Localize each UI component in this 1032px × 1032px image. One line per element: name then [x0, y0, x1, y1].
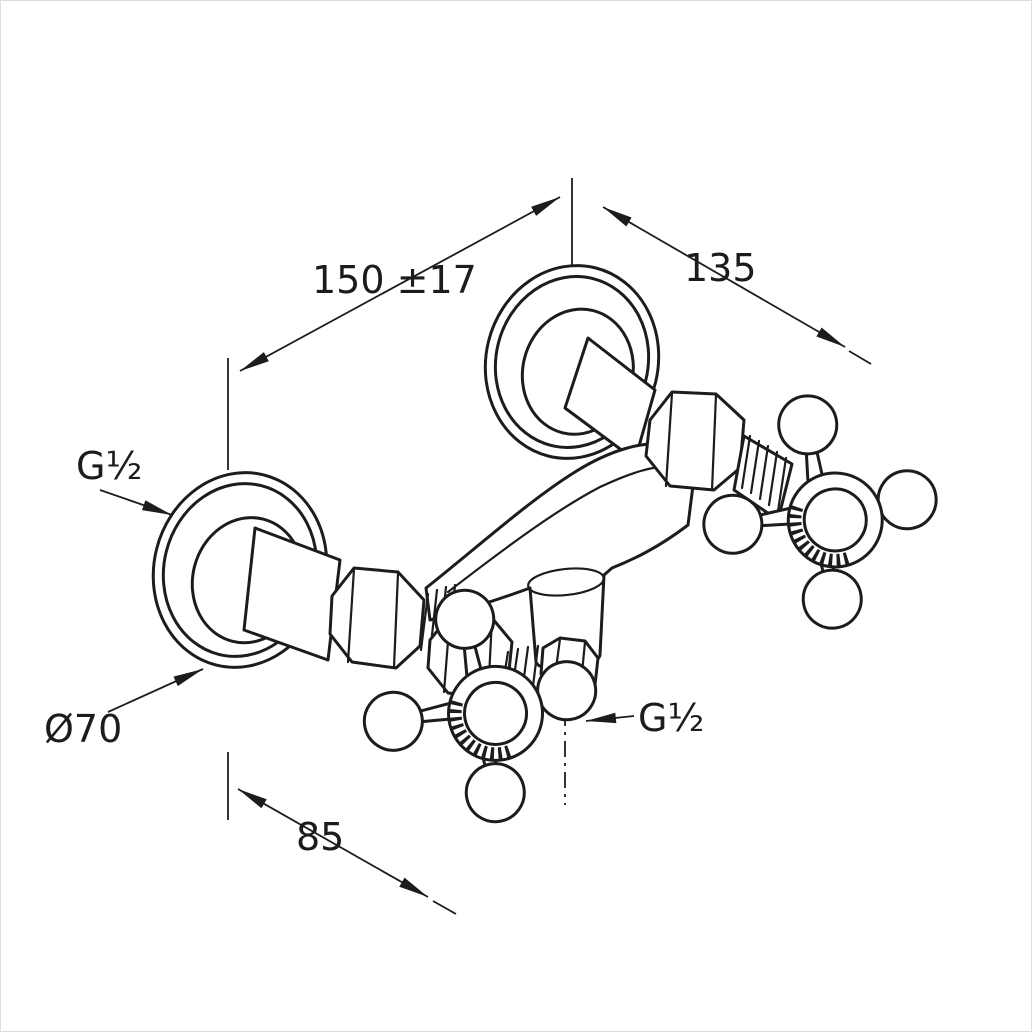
dimension-line-135 — [602, 206, 846, 348]
dimension-line-85 — [237, 788, 429, 898]
right-valve-knurl — [740, 434, 788, 513]
dim-label-150: 150 ±17 — [312, 258, 477, 302]
faucet-body — [151, 264, 952, 841]
dim-label-135: 135 — [684, 246, 757, 290]
leader-diameter — [107, 668, 204, 713]
thread-label-top: G½ — [76, 444, 142, 488]
dimension-line-150 — [239, 196, 561, 372]
leader-thread-top — [99, 489, 173, 516]
left-hex-nut — [328, 566, 426, 670]
left-connection-pipe — [242, 526, 342, 662]
thread-label-bottom: G½ — [638, 696, 704, 740]
top-hex-nut — [644, 390, 746, 492]
bridge-body — [424, 442, 697, 671]
outlet-shoulder — [527, 567, 605, 597]
leader-thread-bottom — [585, 712, 635, 724]
dim-label-85: 85 — [296, 815, 344, 859]
diameter-label: Ø70 — [44, 707, 122, 751]
bridge-highlight — [446, 464, 674, 594]
